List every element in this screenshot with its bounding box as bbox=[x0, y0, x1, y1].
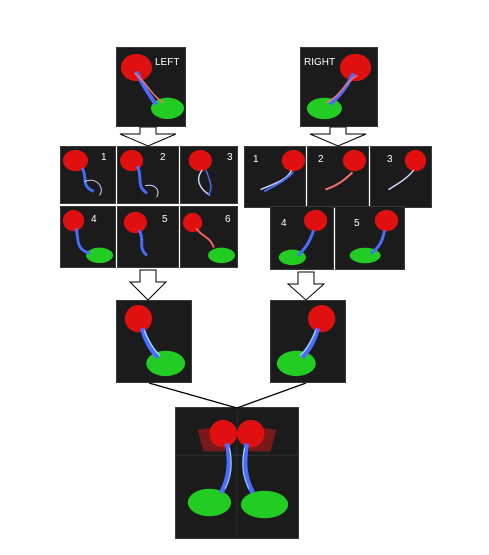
right-tile-number-1: 1 bbox=[253, 154, 259, 165]
right-tile-2: 2 bbox=[307, 146, 369, 208]
left-top-rendering bbox=[117, 48, 185, 126]
left-tile-5: 5 bbox=[117, 206, 179, 268]
left-average-panel bbox=[116, 300, 192, 383]
right-tile-number-5: 5 bbox=[354, 218, 360, 229]
connector-line-right bbox=[236, 382, 307, 409]
arrow-down-icon bbox=[128, 269, 168, 301]
right-top-rendering bbox=[301, 48, 377, 126]
left-top-panel: LEFT bbox=[116, 47, 186, 127]
right-tile-1: 1 bbox=[244, 146, 306, 208]
left-tile-2: 2 bbox=[117, 146, 179, 204]
right-tile-number-3: 3 bbox=[387, 154, 393, 165]
left-tile-1: 1 bbox=[60, 146, 116, 204]
left-tile-number-4: 4 bbox=[91, 214, 97, 225]
right-tile-number-4: 4 bbox=[281, 218, 287, 229]
arrow-down-icon bbox=[286, 271, 326, 301]
arrow-down-icon bbox=[309, 126, 367, 147]
combined-panel bbox=[175, 407, 299, 539]
right-tile-number-2: 2 bbox=[318, 154, 324, 165]
left-tile-number-3: 3 bbox=[227, 152, 233, 163]
left-tile-3: 3 bbox=[180, 146, 238, 204]
left-tile-number-5: 5 bbox=[162, 214, 168, 225]
left-tile-6: 6 bbox=[180, 206, 238, 268]
right-tile-4: 4 bbox=[270, 206, 334, 270]
connector-line-left bbox=[148, 382, 238, 409]
left-label: LEFT bbox=[155, 57, 180, 68]
right-top-panel: RIGHT bbox=[300, 47, 378, 127]
left-tile-number-6: 6 bbox=[225, 214, 231, 225]
left-tile-number-2: 2 bbox=[160, 152, 166, 163]
left-tile-4: 4 bbox=[60, 206, 116, 268]
right-average-panel bbox=[270, 300, 346, 383]
right-tile-3: 3 bbox=[370, 146, 432, 208]
left-tile-number-1: 1 bbox=[101, 152, 107, 163]
right-tile-5: 5 bbox=[335, 206, 405, 270]
arrow-down-icon bbox=[119, 126, 177, 147]
right-label: RIGHT bbox=[304, 57, 336, 68]
